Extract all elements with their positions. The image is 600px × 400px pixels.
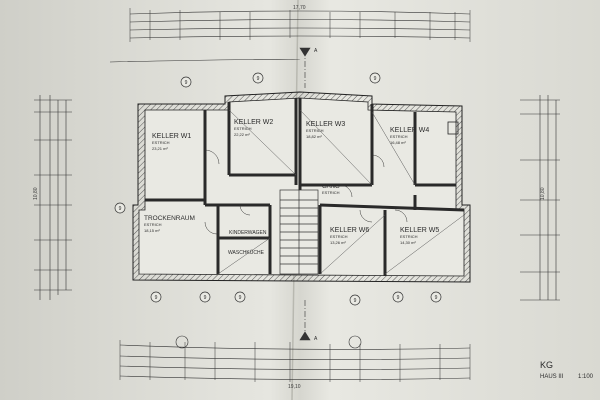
section-line [299, 47, 311, 341]
svg-text:13,26 m²: 13,26 m² [330, 240, 346, 245]
svg-text:9: 9 [354, 298, 357, 304]
svg-text:9: 9 [185, 80, 188, 86]
svg-text:ESTRICH: ESTRICH [330, 234, 348, 239]
svg-text:ESTRICH: ESTRICH [144, 222, 162, 227]
svg-text:WASCHKÜCHE: WASCHKÜCHE [228, 249, 265, 256]
sheet-subtitle: HAUS III [540, 374, 564, 380]
svg-text:9: 9 [435, 295, 438, 301]
svg-text:ESTRICH: ESTRICH [306, 128, 324, 133]
room-label-keller-w1: KELLER W1 ESTRICH 23,21 m² [152, 133, 191, 151]
svg-text:ESTRICH: ESTRICH [234, 126, 252, 131]
room-label-keller-w6: KELLER W6 ESTRICH 13,26 m² [330, 227, 369, 245]
axis-marker-labels: 9 9 9 9 9 9 9 9 9 9 [119, 76, 438, 304]
svg-text:KELLER W1: KELLER W1 [152, 133, 191, 140]
room-label-waschkueche: WASCHKÜCHE [228, 249, 265, 256]
svg-text:ESTRICH: ESTRICH [152, 140, 170, 145]
left-dimension-chains [34, 95, 72, 300]
svg-text:KELLER W5: KELLER W5 [400, 227, 439, 234]
svg-text:9: 9 [257, 76, 260, 82]
svg-text:9: 9 [155, 295, 158, 301]
section-mark-top: A [314, 48, 318, 54]
svg-text:ESTRICH: ESTRICH [322, 190, 340, 195]
room-label-keller-w3: KELLER W3 ESTRICH 18,82 m² [306, 121, 345, 139]
door-swings [204, 149, 408, 235]
svg-text:ESTRICH: ESTRICH [400, 234, 418, 239]
svg-text:18,82 m²: 18,82 m² [306, 134, 322, 139]
room-label-keller-w4: KELLER W4 ESTRICH 16,48 m² [390, 127, 429, 145]
sheet-scale: 1:100 [578, 374, 594, 380]
svg-text:KELLER W6: KELLER W6 [330, 227, 369, 234]
bottom-dimension-chains [119, 340, 471, 382]
room-label-kinderwagen: KINDERWAGEN [229, 230, 267, 236]
svg-text:23,21 m²: 23,21 m² [152, 146, 168, 151]
overall-height-left: 10,80 [33, 187, 39, 200]
top-dimension-chains [109, 8, 471, 63]
svg-text:14,30 m²: 14,30 m² [400, 240, 416, 245]
room-label-gang: GANG ESTRICH [322, 184, 340, 195]
overall-width-top: 17,70 [293, 5, 306, 11]
svg-text:9: 9 [119, 206, 122, 212]
floor-drains [175, 335, 362, 349]
staircase [279, 189, 319, 275]
svg-text:KELLER W3: KELLER W3 [306, 121, 345, 128]
svg-text:KINDERWAGEN: KINDERWAGEN [229, 230, 267, 236]
building-walls [132, 91, 471, 283]
svg-text:GANG: GANG [322, 184, 340, 190]
svg-text:9: 9 [239, 295, 242, 301]
svg-text:9: 9 [397, 295, 400, 301]
sheet-title: KG [540, 360, 553, 370]
svg-text:9: 9 [204, 295, 207, 301]
svg-text:16,48 m²: 16,48 m² [390, 140, 406, 145]
svg-text:TROCKENRAUM: TROCKENRAUM [144, 215, 195, 222]
room-label-trockenraum: TROCKENRAUM ESTRICH 18,15 m² [144, 215, 195, 233]
svg-text:9: 9 [374, 76, 377, 82]
overall-height-right: 10,80 [540, 187, 546, 200]
axis-markers [114, 72, 442, 306]
overall-width-bottom: 19,10 [288, 384, 301, 390]
section-mark-bottom: A [314, 336, 318, 342]
room-label-keller-w5: KELLER W5 ESTRICH 14,30 m² [400, 227, 439, 245]
room-label-keller-w2: KELLER W2 ESTRICH 22,22 m² [234, 119, 273, 137]
svg-text:18,15 m²: 18,15 m² [144, 228, 160, 233]
title-block: KG HAUS III 1:100 [540, 360, 594, 380]
svg-text:KELLER W2: KELLER W2 [234, 119, 273, 126]
right-dimension-chains [520, 95, 560, 301]
svg-text:22,22 m²: 22,22 m² [234, 132, 250, 137]
svg-text:KELLER W4: KELLER W4 [390, 127, 429, 134]
svg-text:ESTRICH: ESTRICH [390, 134, 408, 139]
